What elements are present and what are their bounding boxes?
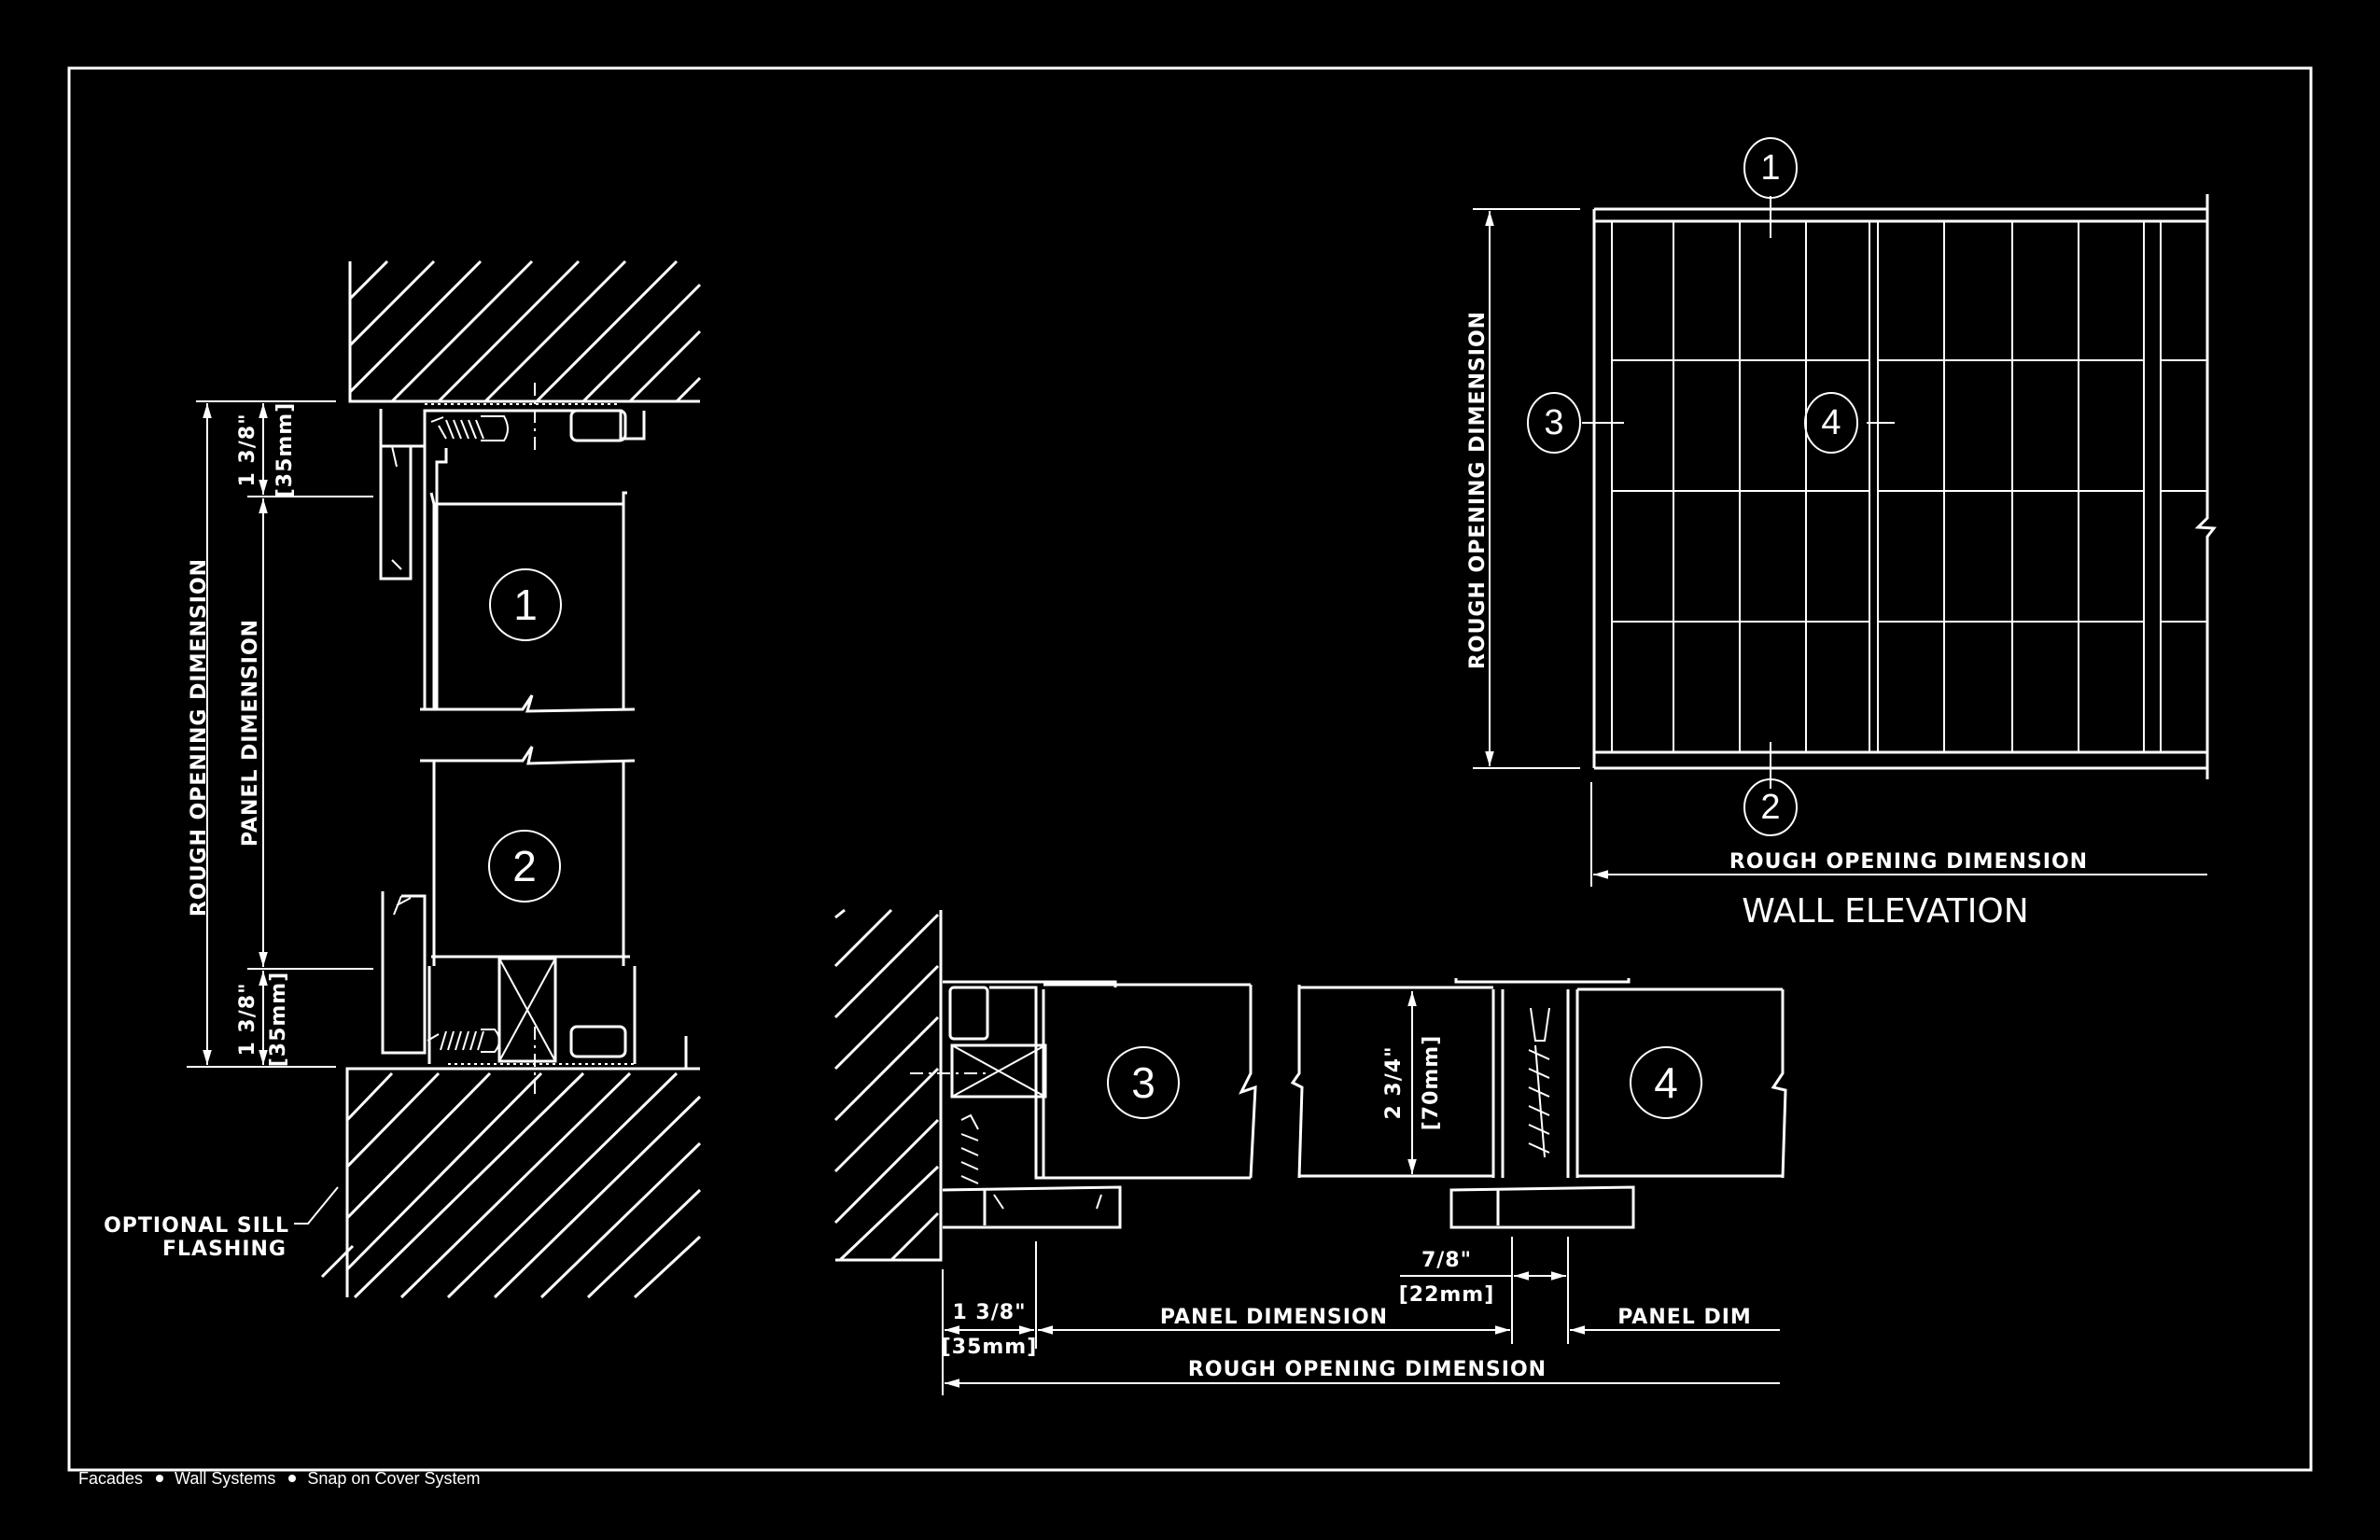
elevation-tag-3-circle [1527, 392, 1581, 454]
sill-note-line2: FLASHING [162, 1238, 287, 1261]
section-tag-1-circle [489, 568, 562, 641]
elevation-tag-1: 1 [1760, 148, 1780, 188]
elevation-tag-3: 3 [1544, 403, 1563, 442]
elevation-tag-1-circle [1743, 137, 1798, 199]
rough-opening-label-horizontal: ROUGH OPENING DIMENSION [1188, 1358, 1547, 1381]
sheet-border [67, 66, 2313, 1472]
section-tag-3: 3 [1131, 1058, 1155, 1107]
section-tag-1: 1 [513, 581, 538, 629]
elevation-vertical-dim-label: ROUGH OPENING DIMENSION [1466, 311, 1490, 669]
head-frame-profile [379, 383, 646, 713]
section-tag-4-circle [1630, 1046, 1702, 1119]
section-tag-2-circle [488, 830, 561, 903]
horizontal-dimensions [942, 1237, 1780, 1395]
top-dim-metric: [35mm] [273, 402, 297, 498]
panel-depth-imperial: 2 3/4" [1382, 1045, 1406, 1119]
edge-dim-metric: [35mm] [942, 1336, 1038, 1359]
elevation-tag-4: 4 [1821, 403, 1841, 442]
panel-depth-metric: [70mm] [1420, 1035, 1443, 1131]
sill-note-line1: OPTIONAL SILL [104, 1214, 289, 1238]
wall-elevation: 1 2 3 4 ROUGH OPENING DIMENSION ROUGH OP… [1466, 137, 2217, 931]
sill-masonry-hatch [320, 1067, 702, 1299]
footer-item-snap-on-cover: Snap on Cover System [307, 1469, 481, 1488]
sill-frame-profile [381, 746, 688, 1097]
panel-dim-label: PANEL DIM [1617, 1306, 1752, 1329]
vertical-dimensions [187, 400, 373, 1068]
bullet-icon [156, 1474, 164, 1482]
joint-dim-imperial: 7/8" [1421, 1249, 1472, 1272]
bullet-icon [288, 1474, 297, 1482]
elevation-grid [1611, 221, 2207, 752]
mullion-joint-profile [1290, 978, 1787, 1229]
bottom-dim-imperial: 1 3/8" [236, 982, 259, 1056]
top-dim-imperial: 1 3/8" [236, 413, 259, 486]
panel-dimension-label-vertical: PANEL DIMENSION [239, 619, 262, 847]
elevation-horizontal-dim-label: ROUGH OPENING DIMENSION [1729, 850, 2088, 874]
section-tag-4: 4 [1654, 1058, 1678, 1107]
wall-elevation-title: WALL ELEVATION [1742, 892, 2028, 931]
jamb-frame-profile [910, 980, 1257, 1229]
footer-item-facades: Facades [78, 1469, 144, 1488]
head-masonry-hatch [348, 259, 702, 403]
footer-breadcrumb: Facades Wall Systems Snap on Cover System [78, 1469, 489, 1489]
panel-dimension-label-horizontal: PANEL DIMENSION [1160, 1306, 1388, 1329]
jamb-masonry-hatch [833, 908, 943, 1262]
elevation-tag-2: 2 [1760, 788, 1780, 827]
horizontal-section: 3 4 2 3/4" [70mm] [833, 908, 1787, 1395]
edge-dim-imperial: 1 3/8" [952, 1301, 1026, 1324]
footer-item-wall-systems: Wall Systems [175, 1469, 276, 1488]
section-tag-3-circle [1107, 1046, 1180, 1119]
elevation-tag-4-circle [1804, 392, 1858, 454]
elevation-tag-2-circle [1743, 778, 1798, 836]
section-tag-2: 2 [512, 842, 537, 890]
joint-dim-metric: [22mm] [1399, 1283, 1495, 1307]
bottom-dim-metric: [35mm] [267, 972, 290, 1068]
vertical-section: 1 2 [104, 259, 702, 1299]
rough-opening-label-vertical: ROUGH OPENING DIMENSION [188, 558, 211, 917]
sill-flashing-leader [294, 1186, 339, 1225]
